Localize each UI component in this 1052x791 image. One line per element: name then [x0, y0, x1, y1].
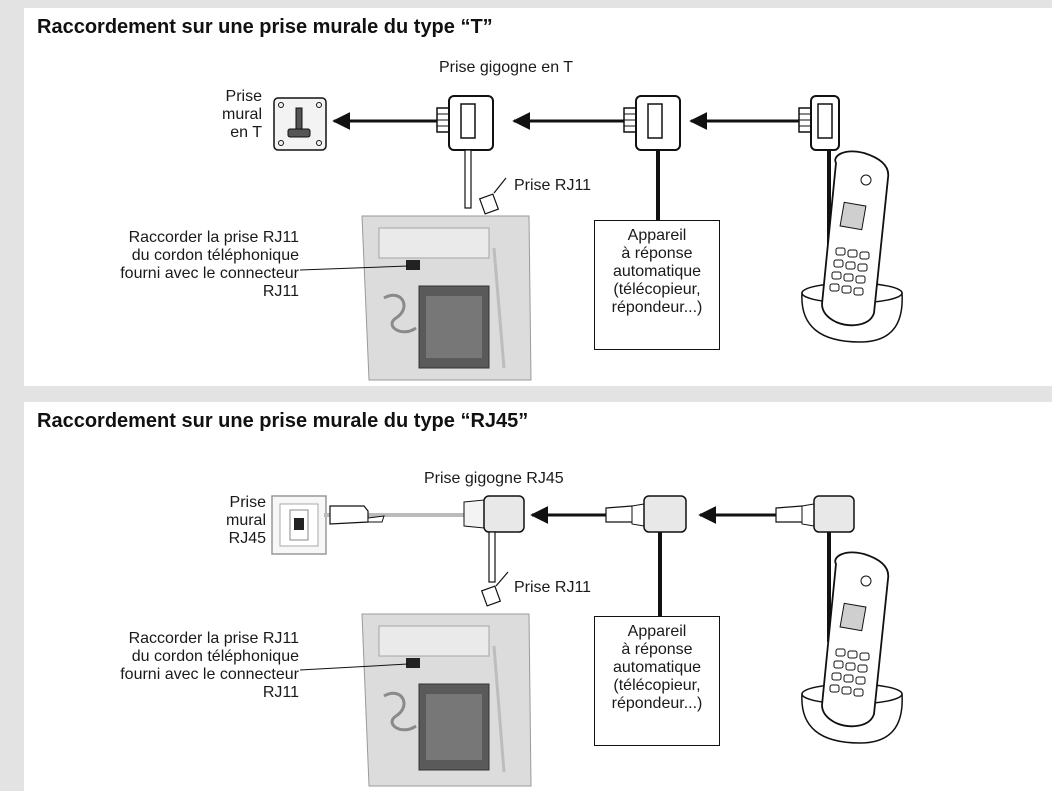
- panel-rj45-socket: Raccordement sur une prise murale du typ…: [24, 402, 1052, 791]
- rj45-plug-wall-icon: [329, 505, 385, 525]
- rj45-plug-phone-icon: [775, 495, 855, 642]
- instruction-pointer-line: [299, 265, 409, 271]
- connection-diagram-t: [273, 95, 903, 381]
- wall-socket-label: Prise mural RJ45: [225, 494, 266, 547]
- rj11-plug-icon: [478, 177, 507, 215]
- panel-title: Raccordement sur une prise murale du typ…: [37, 410, 529, 432]
- panel-t-socket: Raccordement sur une prise murale du typ…: [24, 8, 1052, 386]
- wall-socket-t-icon: [273, 97, 327, 151]
- cordless-phone-icon: [801, 551, 903, 744]
- connection-diagram-rj45: [271, 495, 903, 787]
- rj45-splitter-icon: [463, 495, 525, 583]
- rj11-plug-label: Prise RJ11: [514, 177, 592, 194]
- instruction-text: Raccorder la prise RJ11 du cordon téléph…: [120, 630, 299, 701]
- rj11-plug-label: Prise RJ11: [514, 579, 592, 596]
- splitter-label: Prise gigogne en T: [439, 59, 574, 76]
- answering-device-box: Appareil à réponse automatique (télécopi…: [594, 616, 720, 746]
- panel-title: Raccordement sur une prise murale du typ…: [37, 16, 493, 38]
- t-splitter-plug-icon: [436, 95, 494, 209]
- alarm-base-unit-icon: [361, 613, 532, 787]
- wall-socket-label: Prise mural en T: [221, 88, 262, 141]
- instruction-text: Raccorder la prise RJ11 du cordon téléph…: [120, 229, 299, 300]
- instruction-pointer-line: [299, 663, 409, 671]
- cordless-phone-icon: [801, 150, 903, 343]
- t-plug-answering-device-icon: [623, 95, 681, 220]
- splitter-label: Prise gigogne RJ45: [424, 470, 564, 487]
- answering-device-box: Appareil à réponse automatique (télécopi…: [594, 220, 720, 350]
- rj11-plug-icon: [480, 571, 509, 607]
- alarm-base-unit-icon: [361, 215, 532, 381]
- wall-socket-rj45-icon: [271, 495, 327, 555]
- rj45-plug-answering-device-icon: [605, 495, 687, 616]
